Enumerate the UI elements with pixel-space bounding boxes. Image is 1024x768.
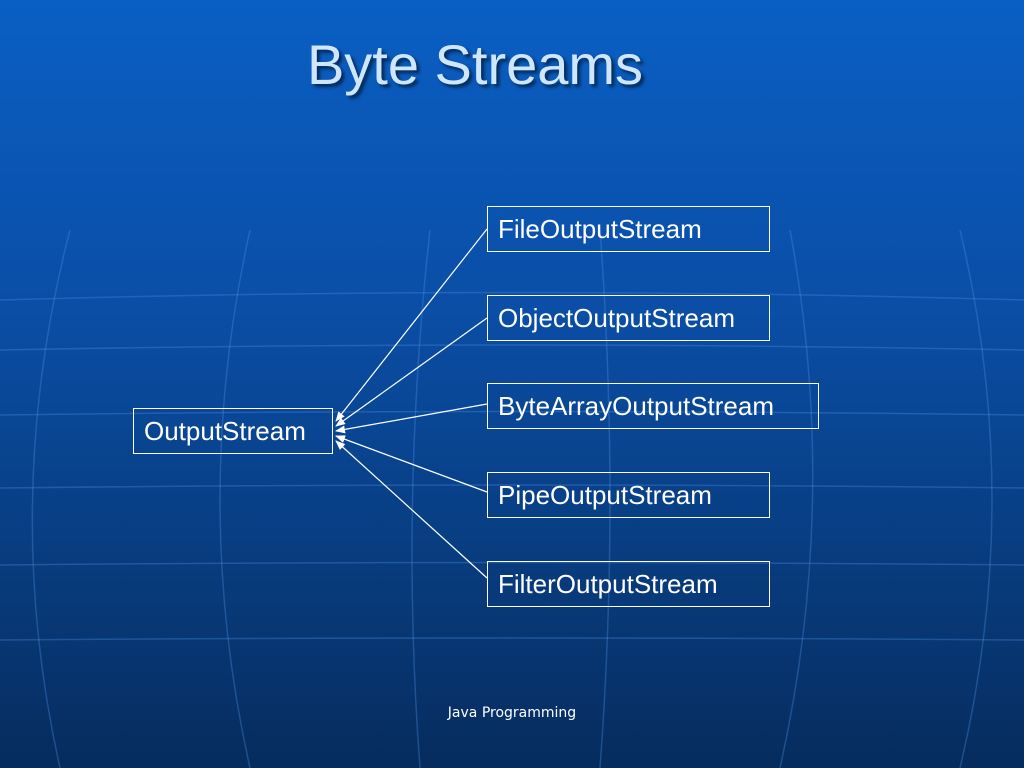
slide-footer: Java Programming — [447, 705, 577, 721]
node-bytearrayoutputstream: ByteArrayOutputStream — [487, 383, 819, 429]
connector-line-bytearray — [335, 403, 488, 434]
node-pipeoutputstream: PipeOutputStream — [487, 472, 770, 518]
connector-line-pipe — [335, 435, 488, 493]
connector-line-object — [335, 317, 488, 427]
node-fileoutputstream: FileOutputStream — [487, 206, 770, 252]
node-filteroutputstream: FilterOutputStream — [487, 561, 770, 607]
slide-title: Byte Streams — [306, 33, 644, 96]
node-objectoutputstream: ObjectOutputStream — [487, 295, 770, 341]
node-outputstream: OutputStream — [133, 408, 333, 454]
connector-line-filter — [335, 440, 488, 579]
connector-line-file — [335, 228, 488, 422]
